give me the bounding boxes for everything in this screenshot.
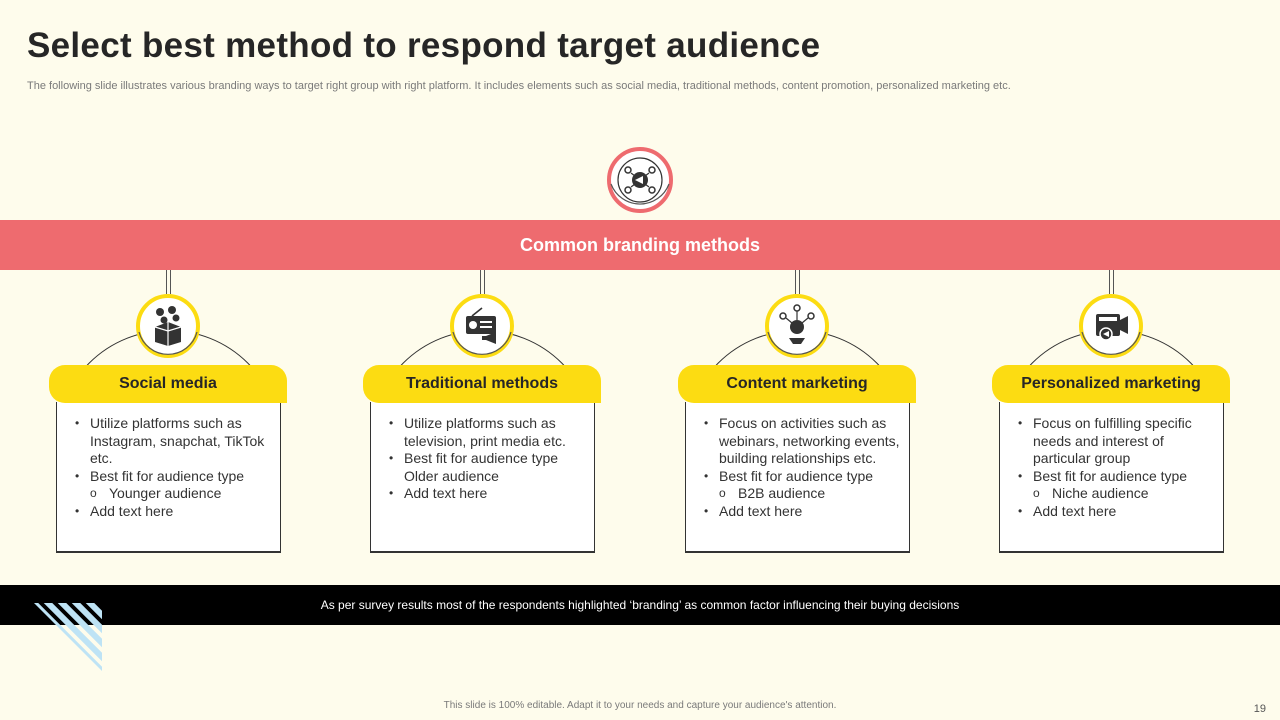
card-connector [795, 270, 800, 294]
card-personalized-marketing: Personalized marketing Focus on fulfilli… [992, 270, 1232, 555]
radio-megaphone-icon [450, 294, 514, 358]
network-megaphone-icon [765, 294, 829, 358]
bullet-item: Focus on fulfilling specific needs and i… [1018, 415, 1218, 468]
bullet-item: Utilize platforms such as Instagram, sna… [75, 415, 275, 468]
bullet-item: Best fit for audience type [704, 468, 904, 486]
card-connector [166, 270, 171, 294]
page-number: 19 [1253, 703, 1266, 715]
sub-bullet-item: Niche audience [1018, 485, 1218, 503]
editable-note: This slide is 100% editable. Adapt it to… [443, 700, 837, 711]
decorative-stripes-icon [34, 603, 102, 671]
card-content-marketing: Content marketing Focus on activities su… [678, 270, 918, 555]
common-branding-banner: Common branding methods [0, 220, 1280, 270]
card-bullets: Utilize platforms such as television, pr… [389, 415, 589, 503]
card-social-media: Social media Utilize platforms such as I… [49, 270, 289, 555]
bullet-item: Add text here [389, 485, 589, 503]
card-label: Personalized marketing [992, 365, 1230, 403]
sub-bullet-item: Younger audience [75, 485, 275, 503]
bullet-item: Utilize platforms such as television, pr… [389, 415, 589, 450]
survey-footer-bar: As per survey results most of the respon… [0, 585, 1280, 625]
bullet-item: Best fit for audience type Older audienc… [389, 450, 589, 485]
card-label: Content marketing [678, 365, 916, 403]
card-traditional-methods: Traditional methods Utilize platforms su… [363, 270, 603, 555]
card-connector [480, 270, 485, 294]
bullet-item: Best fit for audience type [1018, 468, 1218, 486]
card-label: Social media [49, 365, 287, 403]
bullet-item: Focus on activities such as webinars, ne… [704, 415, 904, 468]
bullet-item: Add text here [704, 503, 904, 521]
slide-subtitle: The following slide illustrates various … [27, 80, 1011, 92]
bullet-item: Best fit for audience type [75, 468, 275, 486]
bullet-item: Add text here [1018, 503, 1218, 521]
card-bullets: Utilize platforms such as Instagram, sna… [75, 415, 275, 521]
slide-title: Select best method to respond target aud… [27, 26, 821, 65]
bullet-item: Add text here [75, 503, 275, 521]
social-media-box-icon [136, 294, 200, 358]
sub-bullet-item: B2B audience [704, 485, 904, 503]
card-bullets: Focus on fulfilling specific needs and i… [1018, 415, 1218, 521]
megaphone-network-icon [607, 147, 673, 213]
card-connector [1109, 270, 1114, 294]
card-label: Traditional methods [363, 365, 601, 403]
video-camera-megaphone-icon [1079, 294, 1143, 358]
card-bullets: Focus on activities such as webinars, ne… [704, 415, 904, 521]
